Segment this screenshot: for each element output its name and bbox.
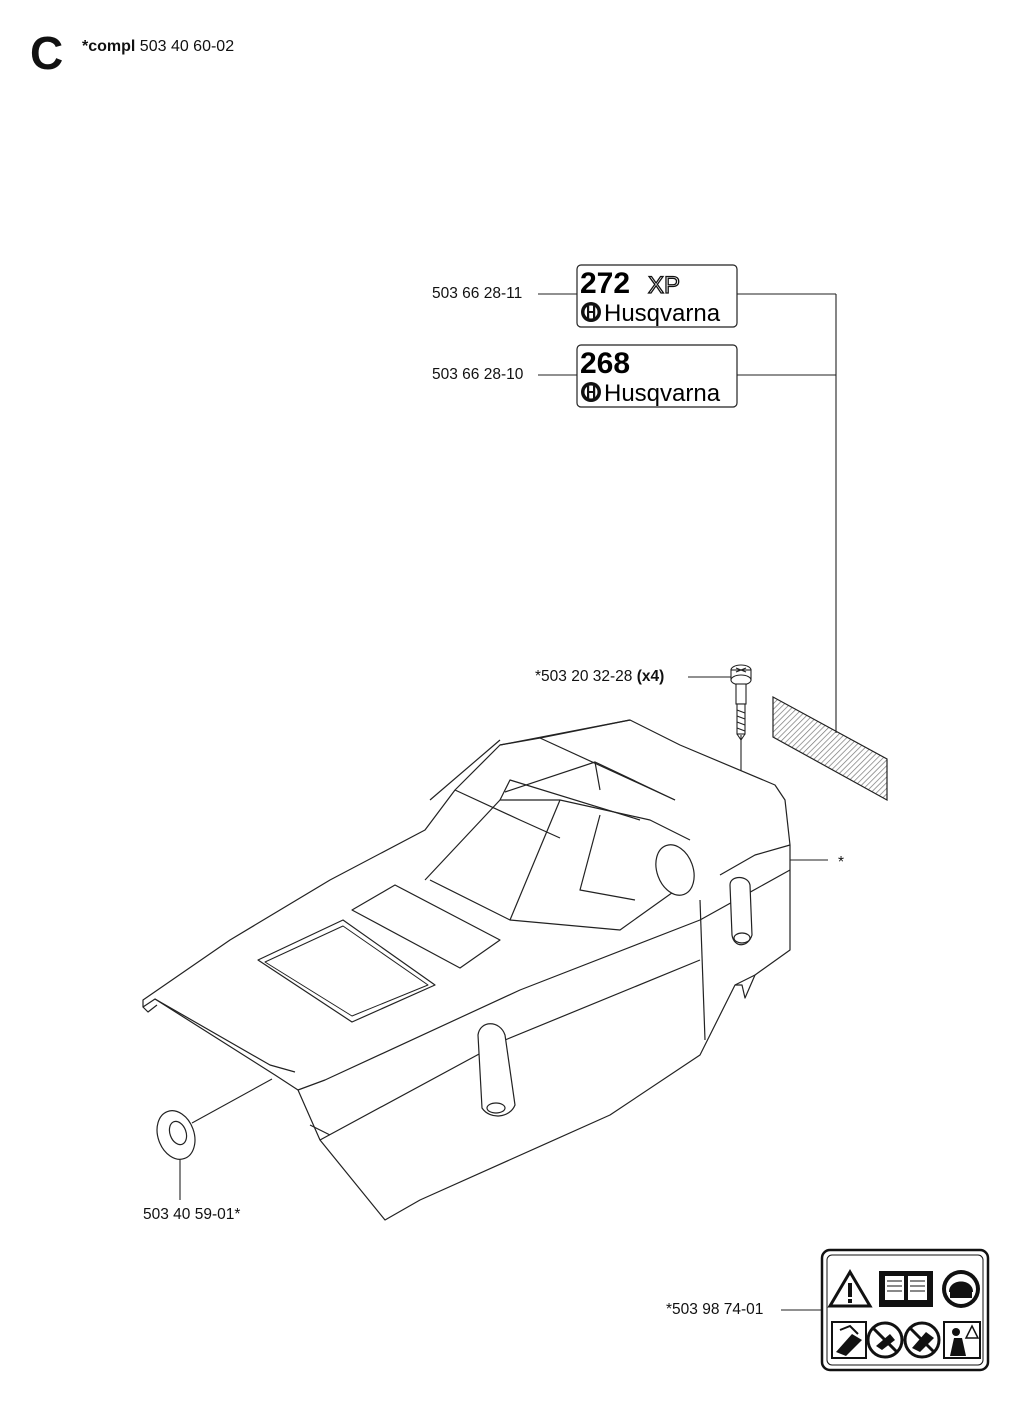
compl-part: 503 40 60-02 bbox=[139, 38, 235, 55]
operator-warning-icon bbox=[943, 1321, 981, 1359]
husqvarna-logo-icon bbox=[581, 302, 601, 322]
cover-housing bbox=[142, 719, 791, 1221]
warning-label bbox=[820, 1248, 990, 1372]
part-label-decal-272xp: 503 66 28-11 bbox=[432, 285, 523, 302]
washer-icon bbox=[156, 1110, 196, 1160]
compl-label: *compl bbox=[82, 38, 136, 55]
screw-quantity: (x4) bbox=[636, 668, 665, 685]
tip-contact-prohibited-icon bbox=[903, 1321, 941, 1359]
compl-part-number: *compl 503 40 60-02 bbox=[82, 38, 234, 56]
decal-268-brand: Husqvarna bbox=[604, 380, 721, 407]
decal-placement-plate bbox=[772, 695, 888, 802]
warning-triangle-icon bbox=[827, 1269, 873, 1308]
decal-272xp: 272 XP Husqvarna bbox=[576, 264, 738, 328]
manual-book-icon bbox=[879, 1271, 933, 1307]
screw-part-number: *503 20 32-28 bbox=[535, 668, 633, 685]
protective-helmet-icon bbox=[942, 1270, 980, 1308]
one-hand-prohibited-icon bbox=[866, 1321, 904, 1359]
kickback-warning-icon bbox=[831, 1321, 867, 1359]
leader-lines bbox=[179, 293, 837, 1311]
decal-272-suffix: XP bbox=[648, 272, 680, 299]
section-letter: C bbox=[30, 27, 64, 79]
part-label-warning-label: *503 98 74-01 bbox=[666, 1301, 764, 1318]
part-label-decal-268: 503 66 28-10 bbox=[432, 366, 524, 383]
decal-268-model: 268 bbox=[580, 347, 630, 380]
screw-icon bbox=[730, 664, 752, 741]
decal-272-model: 272 bbox=[580, 267, 630, 300]
part-label-washer: 503 40 59-01* bbox=[143, 1206, 241, 1223]
decal-272-brand: Husqvarna bbox=[604, 300, 721, 327]
part-label-screw: *503 20 32-28 (x4) bbox=[535, 669, 664, 685]
part-label-cover-asterisk: * bbox=[838, 854, 845, 871]
husqvarna-logo-icon bbox=[581, 382, 601, 402]
decal-268: 268 Husqvarna bbox=[576, 344, 738, 408]
